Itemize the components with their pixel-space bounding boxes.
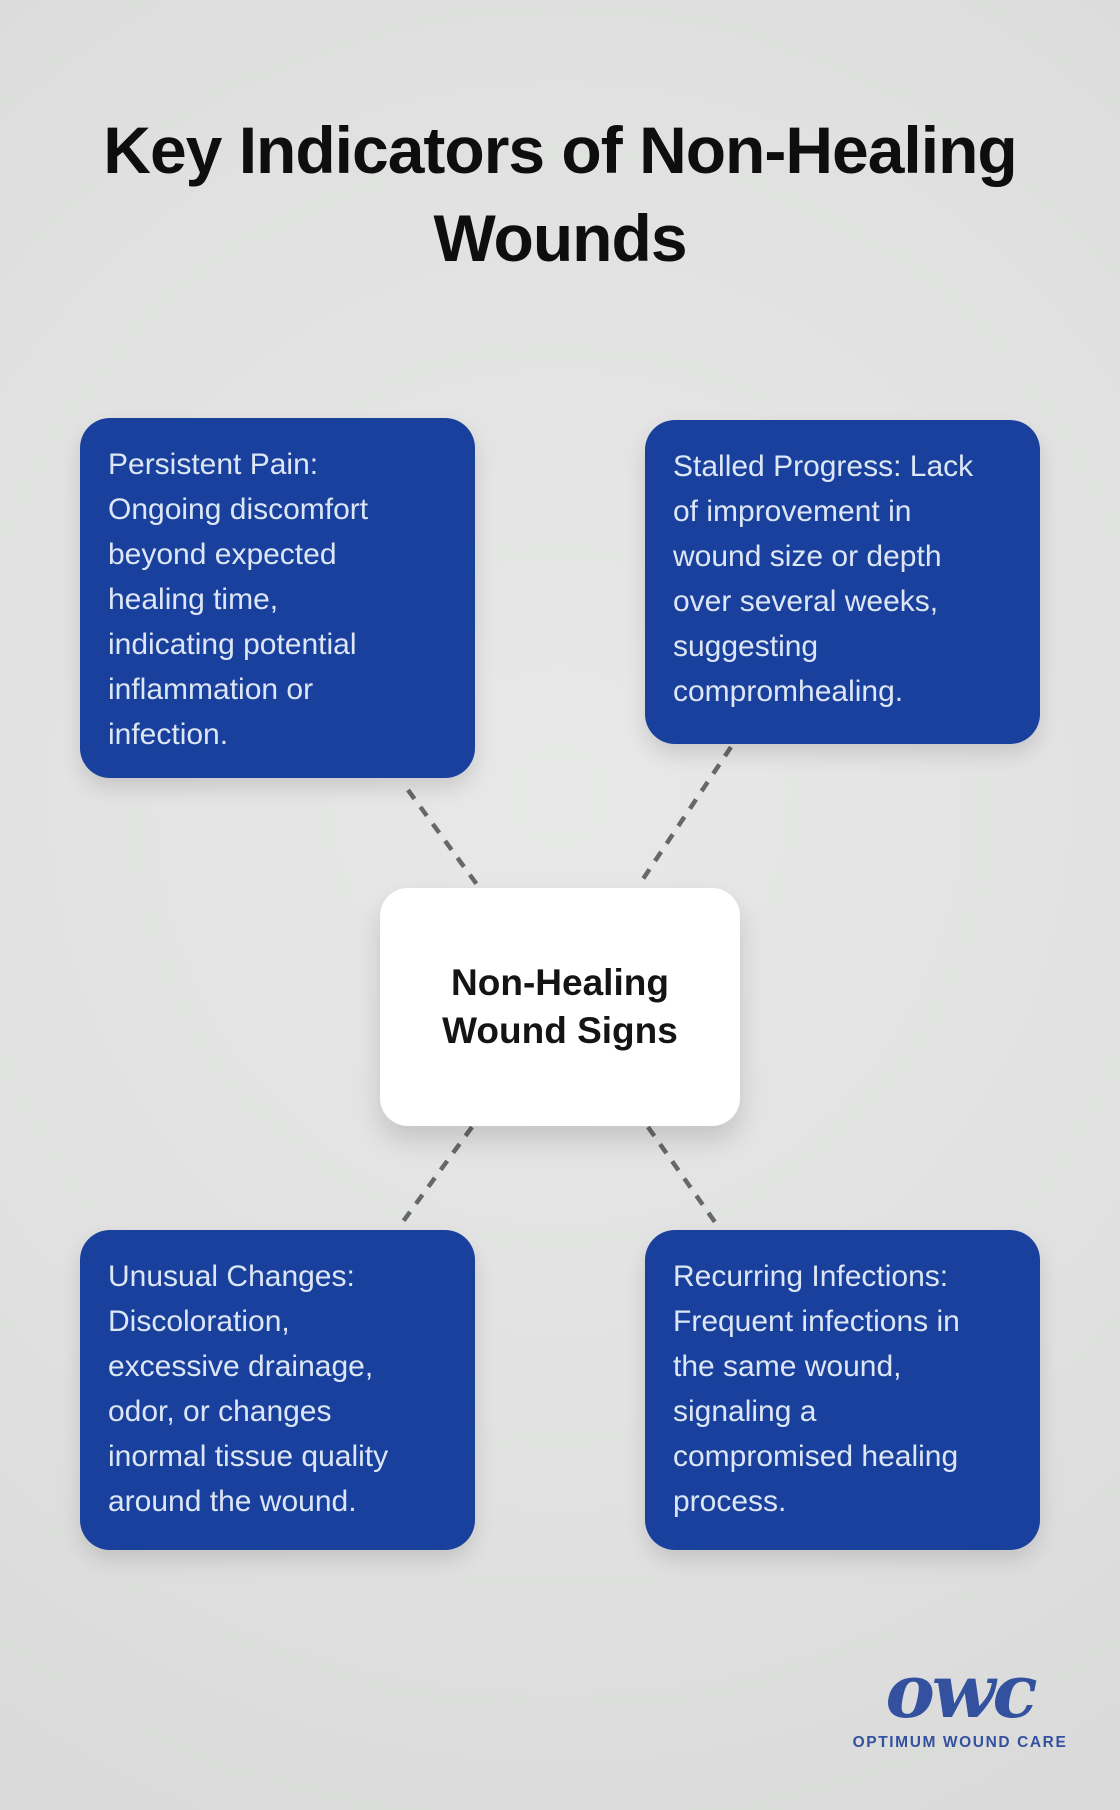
central-node: Non-Healing Wound Signs: [380, 888, 740, 1126]
page-title: Key Indicators of Non-Healing Wounds: [103, 113, 1017, 275]
owc-logo-acronym: OWC: [885, 1649, 1037, 1735]
connector-top-right-line: [637, 745, 733, 887]
indicator-card-text: Stalled Progress: Lack of improvement in…: [673, 450, 974, 708]
indicator-card-text: Unusual Changes: Discoloration, excessiv…: [108, 1260, 389, 1518]
connector-bottom-left-line: [397, 1125, 474, 1229]
connector-bottom-right-line: [646, 1125, 719, 1227]
connector-top-left-line: [406, 788, 480, 888]
indicator-card-text: Persistent Pain: Ongoing discomfort beyo…: [108, 448, 369, 751]
indicator-card-stalled-progress: Stalled Progress: Lack of improvement in…: [645, 420, 1040, 744]
owc-logo: OWC OPTIMUM WOUND CARE: [852, 1649, 1068, 1752]
indicator-card-recurring-infections: Recurring Infections: Frequent infection…: [645, 1230, 1040, 1550]
indicator-card-text: Recurring Infections: Frequent infection…: [673, 1260, 960, 1518]
indicator-card-unusual-changes: Unusual Changes: Discoloration, excessiv…: [80, 1230, 475, 1550]
indicator-card-persistent-pain: Persistent Pain: Ongoing discomfort beyo…: [80, 418, 475, 778]
central-node-label: Non-Healing Wound Signs: [442, 962, 678, 1051]
owc-logo-name: OPTIMUM WOUND CARE: [852, 1734, 1068, 1751]
